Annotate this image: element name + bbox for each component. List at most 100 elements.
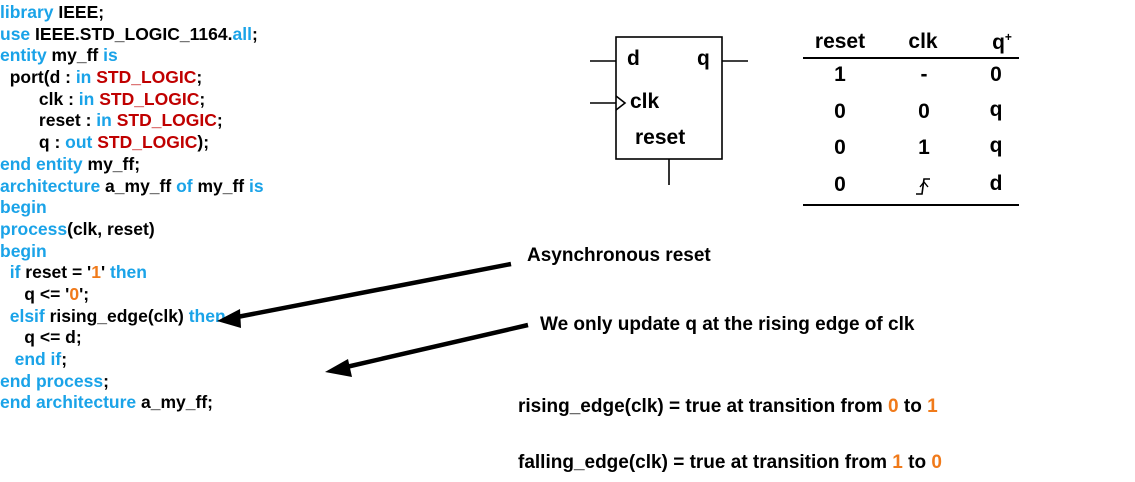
- code-line: reset : in STD_LOGIC;: [0, 110, 264, 132]
- code-token: STD_LOGIC: [96, 67, 197, 88]
- tt-r0-q: 0: [990, 63, 1002, 86]
- code-token: is: [103, 45, 118, 66]
- code-token: 0: [69, 283, 80, 304]
- code-line: if reset = '1' then: [0, 262, 264, 284]
- rising-edge-arrowhead: [919, 180, 929, 188]
- code-token: reset = ': [25, 262, 92, 283]
- code-token: end process: [0, 370, 104, 391]
- code-token: is: [249, 175, 264, 196]
- code-token: end entity: [0, 153, 88, 174]
- tt-r1-q: q: [989, 98, 1003, 121]
- ff-clk-label: clk: [630, 90, 660, 113]
- code-line: port(d : in STD_LOGIC;: [0, 67, 264, 89]
- code-line: end entity my_ff;: [0, 154, 264, 176]
- code-token: ;: [199, 88, 206, 109]
- code-token: my_ff;: [87, 153, 141, 174]
- update-arrow-line: [341, 322, 529, 371]
- async-reset-arrow-line: [231, 261, 512, 321]
- ff-reset-label: reset: [635, 126, 686, 149]
- code-token: ;: [216, 110, 223, 131]
- code-token: elsif: [0, 305, 50, 326]
- code-token: a_my_ff;: [141, 392, 214, 413]
- code-line: q : out STD_LOGIC);: [0, 132, 264, 154]
- code-token: 1: [91, 262, 101, 283]
- code-token: ;: [196, 67, 203, 88]
- code-token: process: [0, 218, 68, 239]
- code-token: ': [100, 262, 110, 283]
- tt-header-reset: reset: [814, 30, 866, 53]
- code-line: end process;: [0, 371, 264, 393]
- code-token: begin: [0, 197, 47, 218]
- code-token: q :: [0, 132, 66, 153]
- code-token: entity: [0, 45, 52, 66]
- tt-header-qplus-superscript: +: [1004, 30, 1012, 44]
- code-line: end if;: [0, 349, 264, 371]
- ff-d-label: d: [627, 47, 640, 70]
- code-line: architecture a_my_ff of my_ff is: [0, 176, 264, 198]
- code-token: all: [232, 23, 252, 44]
- tt-r2-clk: 1: [918, 136, 930, 159]
- code-token: clk :: [0, 88, 79, 109]
- code-token: then: [188, 305, 226, 326]
- rising-edge-symbol: [916, 178, 930, 195]
- falling-edge-note: falling_edge(clk) = true at transition f…: [518, 452, 942, 473]
- ff-q-label: q: [697, 47, 710, 70]
- code-line: clk : in STD_LOGIC;: [0, 89, 264, 111]
- tt-header-clk: clk: [908, 30, 938, 53]
- code-line: entity my_ff is: [0, 45, 264, 67]
- code-token: in: [75, 67, 97, 88]
- code-line: begin: [0, 197, 264, 219]
- code-token: architecture: [0, 175, 106, 196]
- code-token: my_ff: [197, 175, 249, 196]
- code-line: q <= '0';: [0, 284, 264, 306]
- code-token: ;: [61, 349, 68, 369]
- code-token: of: [176, 175, 198, 196]
- code-line: use IEEE.STD_LOGIC_1164.all;: [0, 24, 264, 46]
- async-reset-arrowhead: [217, 309, 241, 328]
- tt-r3-q: d: [989, 172, 1003, 195]
- code-token: in: [96, 110, 117, 131]
- code-token: STD_LOGIC: [97, 132, 198, 153]
- code-line: begin: [0, 241, 264, 263]
- tt-r3-reset: 0: [834, 173, 846, 196]
- code-token: rising_edge(clk): [49, 305, 189, 326]
- rising-edge-note: rising_edge(clk) = true at transition fr…: [518, 396, 938, 417]
- code-line: process(clk, reset): [0, 219, 264, 241]
- code-token: STD_LOGIC: [99, 88, 200, 109]
- tt-r2-reset: 0: [834, 136, 846, 159]
- code-token: q <= ': [0, 283, 70, 304]
- code-token: a_my_ff: [105, 175, 177, 196]
- code-line: elsif rising_edge(clk) then: [0, 306, 264, 328]
- tt-r0-reset: 1: [834, 63, 846, 86]
- clock-edge-triangle: [615, 95, 627, 111]
- code-token: ;: [103, 370, 109, 391]
- tt-r1-reset: 0: [834, 100, 846, 123]
- code-token: ';: [79, 283, 90, 304]
- code-token: IEEE.STD_LOGIC_1164.: [35, 23, 233, 44]
- code-token: end architecture: [0, 392, 142, 413]
- code-token: q <= d;: [0, 327, 82, 348]
- tt-r1-clk: 0: [918, 100, 930, 123]
- code-line: q <= d;: [0, 327, 264, 349]
- code-token: end if: [0, 349, 62, 369]
- code-token: STD_LOGIC: [116, 110, 217, 131]
- code-token: (clk, reset): [67, 218, 155, 239]
- async-reset-annotation: Asynchronous reset: [527, 245, 711, 266]
- vhdl-code-listing: library IEEE;use IEEE.STD_LOGIC_1164.all…: [0, 2, 264, 414]
- code-token: if: [0, 262, 26, 283]
- update-arrowhead: [325, 359, 352, 377]
- update-q-annotation: We only update q at the rising edge of c…: [540, 314, 915, 335]
- code-token: begin: [0, 240, 47, 261]
- code-token: reset :: [0, 110, 97, 131]
- code-token: ;: [251, 23, 258, 44]
- tt-r0-clk: -: [920, 63, 928, 86]
- code-token: IEEE;: [58, 2, 105, 22]
- tt-r2-q: q: [989, 134, 1003, 157]
- code-token: use: [0, 23, 36, 44]
- code-line: end architecture a_my_ff;: [0, 392, 264, 414]
- code-token: );: [197, 132, 210, 153]
- tt-header-qplus: q+: [992, 30, 1012, 54]
- code-token: library: [0, 2, 59, 22]
- code-token: in: [78, 88, 100, 109]
